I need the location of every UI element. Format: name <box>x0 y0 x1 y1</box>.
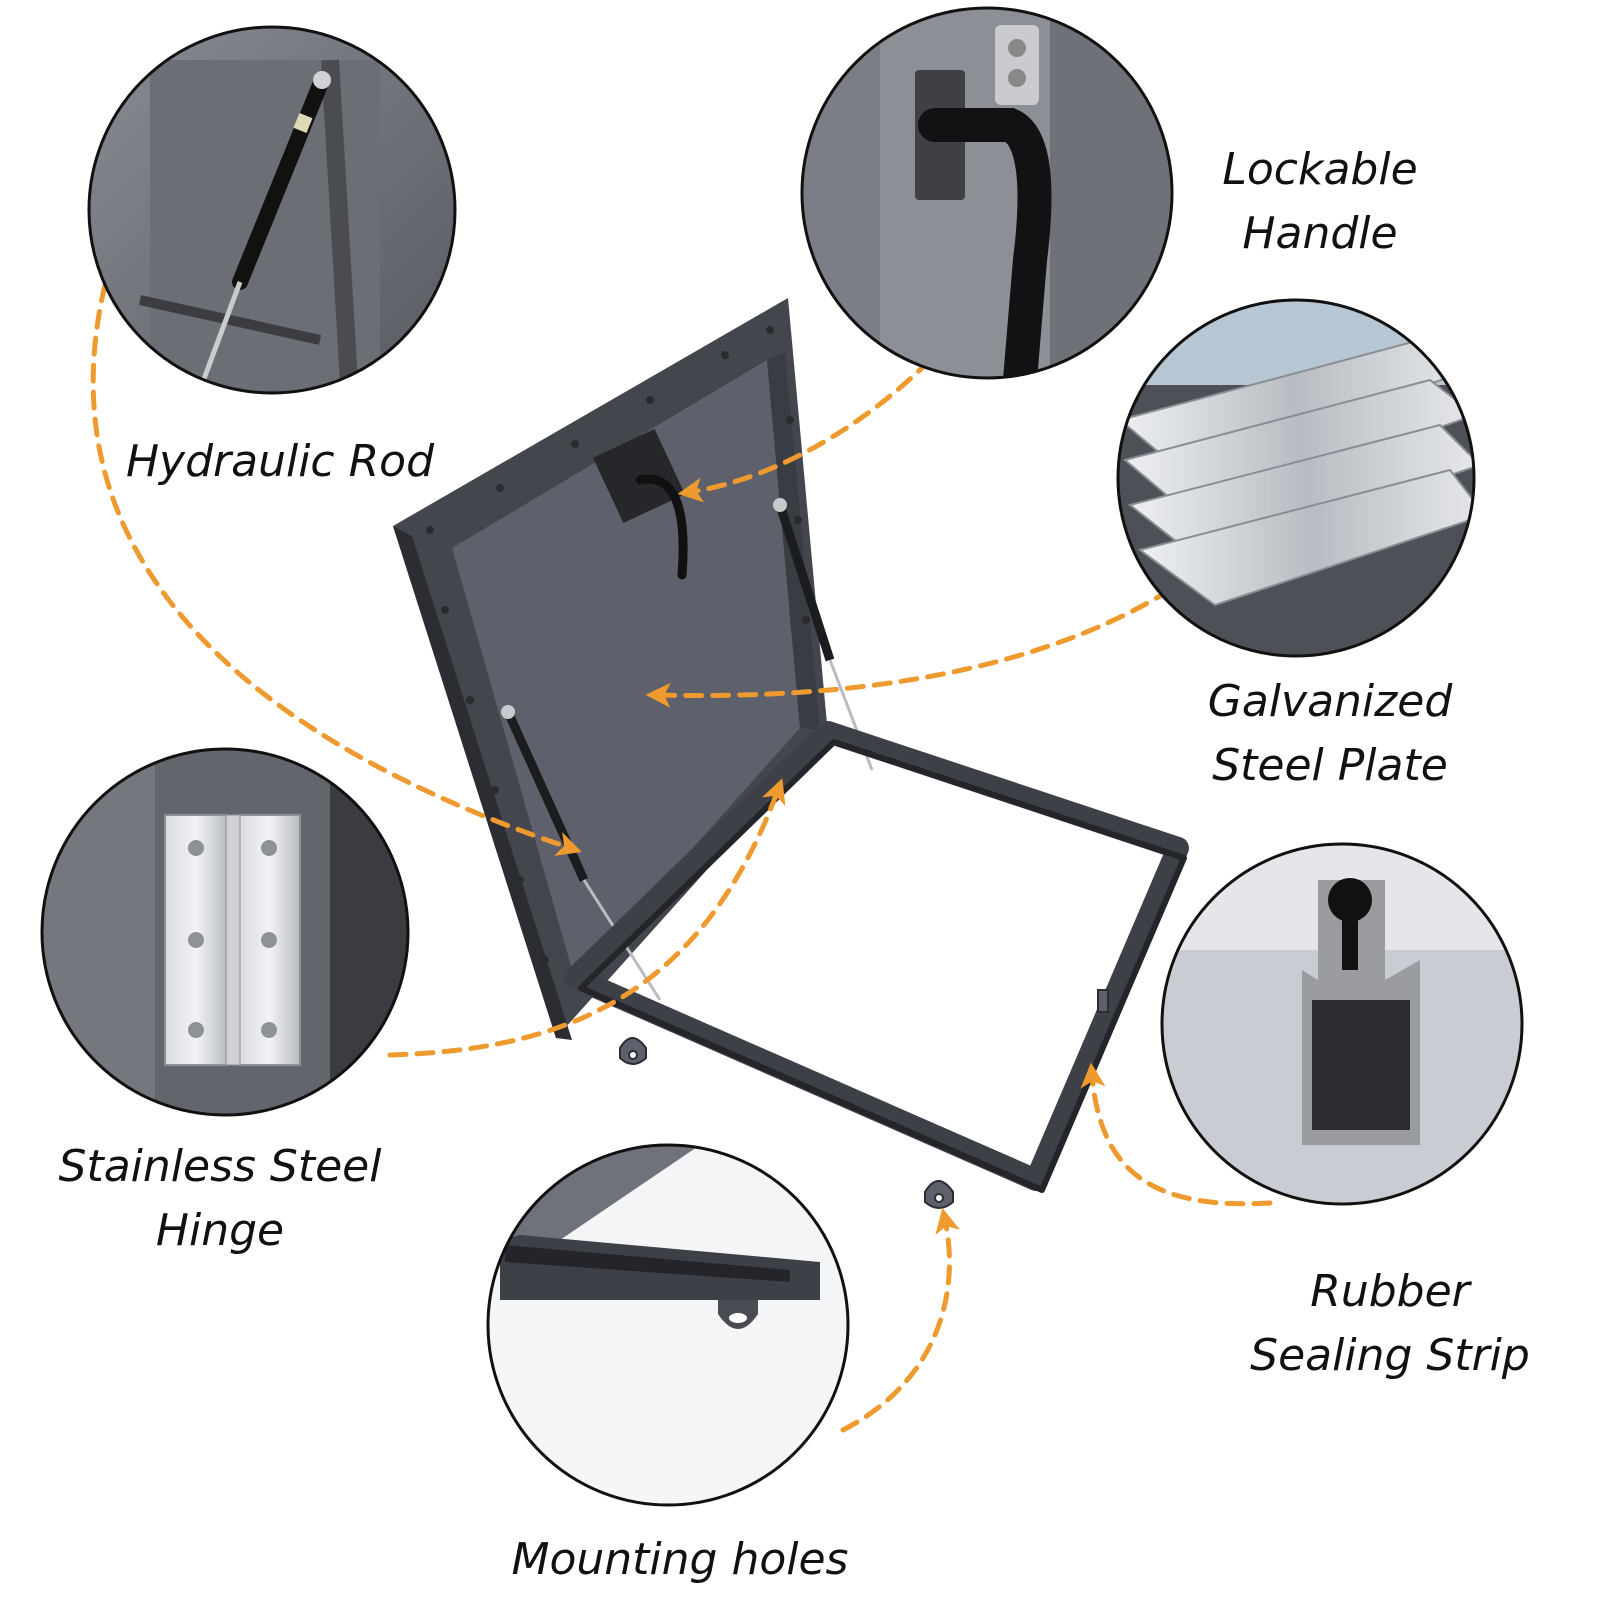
rubber-seal-profile-icon <box>1302 878 1420 1145</box>
stacked-steel-plates-icon <box>1118 338 1474 607</box>
label-galvanized-steel-plate: Galvanized Steel Plate <box>1207 676 1453 791</box>
label-hydraulic-rod: Hydraulic Rod <box>125 436 435 487</box>
arrow-lockable-handle <box>677 357 933 503</box>
door-bolts <box>426 326 810 964</box>
hatch-door-illustration <box>393 298 1189 1209</box>
callout-rubber-strip <box>1160 842 1524 1206</box>
arrow-hydraulic-rod <box>90 282 582 856</box>
arrow-rubber-strip <box>1080 1062 1273 1207</box>
butt-hinge-icon <box>164 814 301 1066</box>
callout-lockable-handle <box>800 6 1174 380</box>
door-lid-edge <box>393 526 572 1040</box>
label-lockable-handle: Lockable Handle <box>1222 144 1418 259</box>
lever-handle-icon <box>915 70 1052 378</box>
arrow-galvanized-plate <box>645 587 1173 708</box>
door-inner-panel <box>452 360 800 980</box>
frame-mounting-tabs <box>619 989 1109 1209</box>
label-mounting-holes: Mounting holes <box>511 1534 849 1585</box>
gas-strut-icon <box>195 71 331 393</box>
callout-stainless-hinge <box>40 747 410 1117</box>
mounting-tab-icon <box>718 1300 758 1329</box>
callout-hydraulic-rod <box>87 25 457 395</box>
lid-handle <box>592 429 688 580</box>
door-frame <box>564 721 1189 1193</box>
callout-mounting-holes <box>486 1143 850 1507</box>
label-stainless-steel-hinge: Stainless Steel Hinge <box>58 1141 382 1256</box>
arrow-stainless-hinge <box>387 778 786 1058</box>
label-rubber-sealing-strip: Rubber Sealing Strip <box>1250 1266 1530 1381</box>
arrow-mounting-holes <box>840 1207 960 1433</box>
callout-arrows <box>90 282 1273 1433</box>
callout-galvanized-plate <box>1116 298 1476 658</box>
